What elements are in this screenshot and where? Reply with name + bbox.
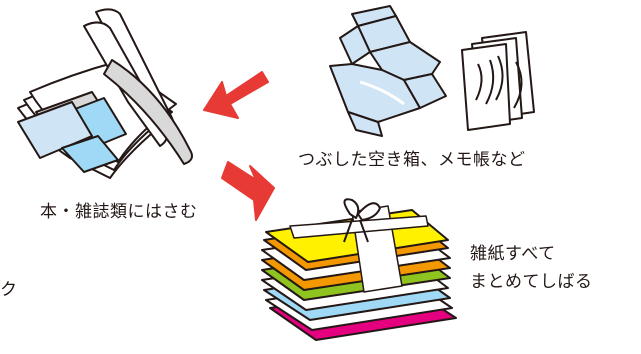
memo-pad-illustration	[461, 31, 535, 131]
cut-off-text: ク	[0, 280, 18, 300]
boxes-memo-label: つぶした空き箱、メモ帳など	[298, 150, 526, 170]
misc-paper-label-line2: まとめてしばる	[470, 272, 593, 292]
red-arrow-icon	[203, 71, 269, 119]
book-magazine-label: 本・雑誌類にはさむ	[40, 202, 198, 222]
red-arrow-icon	[221, 161, 275, 221]
tied-paper-bundle-illustration	[261, 198, 457, 341]
flattened-box-illustration	[329, 5, 447, 137]
misc-paper-label-line1: 雑紙すべて	[470, 244, 556, 264]
book-with-inserted-papers-illustration	[17, 8, 193, 179]
